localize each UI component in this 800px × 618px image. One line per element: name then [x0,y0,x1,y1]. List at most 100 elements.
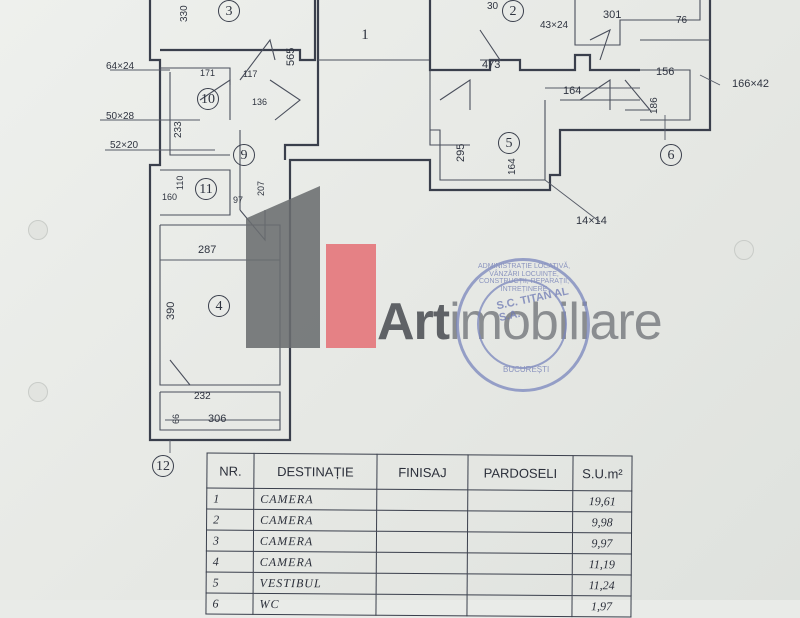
cell-finish [376,510,468,532]
cell-area: 1,97 [571,595,632,617]
stamp-inner-ring [477,279,567,369]
table-row: 6 WC 1,97 [205,593,632,617]
cell-nr: 5 [206,572,254,594]
cell-area: 9,98 [572,511,632,533]
door-swing [169,359,192,386]
punch-hole [734,240,754,260]
cell-nr: 2 [206,509,254,531]
room-number: 6 [660,144,682,166]
wall [160,0,317,62]
dimension-label: 66 [171,413,181,424]
cell-nr: 1 [206,488,254,510]
dimension-line [544,179,601,223]
dimension-label: 186 [649,97,660,114]
dimension-label: 110 [175,175,185,190]
door-swing [624,79,652,111]
wall [430,129,545,181]
dimension-label: 166×42 [732,78,770,90]
punch-hole [28,220,48,240]
column-header: NR. [206,453,255,489]
table-row: 4 CAMERA 11,19 [206,551,632,575]
room-number: 11 [195,178,217,200]
cell-flooring [467,510,573,533]
wall [159,391,281,431]
table-row: 1 CAMERA 19,61 [206,488,632,512]
column-header: S.U.m² [572,455,633,491]
cell-destination: CAMERA [253,551,377,574]
watermark-logo-shape [246,186,320,348]
dimension-label: 473 [482,59,501,71]
dimension-label: 301 [603,9,622,21]
wall [160,67,231,85]
column-header: PARDOSELI [467,454,574,491]
cell-flooring [467,489,573,512]
dimension-label: 50×28 [106,111,135,122]
cell-nr: 4 [206,551,254,573]
dimension-label: 164 [507,158,518,175]
dimension-line [699,74,721,86]
dimension-label: 295 [455,143,467,162]
door-swing [239,38,276,81]
dimension-label: 117 [243,69,258,79]
wall [169,72,230,156]
wall [283,0,320,160]
cell-area: 9,97 [572,532,632,554]
dimension-label: 232 [194,391,211,402]
door-swing [589,28,611,61]
dimension-label: 390 [165,301,177,320]
dimension-label: 30 [487,1,499,12]
door-swing [269,79,301,121]
table-row: 2 CAMERA 9,98 [206,509,632,533]
wall [574,0,701,46]
door-swing [579,78,611,110]
cell-flooring [466,594,573,617]
room-number: 3 [218,0,240,22]
wall [148,0,712,442]
cell-finish [375,594,468,616]
cell-finish [376,531,468,553]
cell-finish [376,489,468,511]
cell-finish [376,552,468,574]
column-header: FINISAJ [376,454,469,490]
cell-area: 19,61 [572,490,632,512]
dimension-label: 207 [256,180,266,196]
dimension-label: 52×20 [110,140,139,151]
room-number: 2 [502,0,524,22]
dimension-label: 43×24 [540,20,569,31]
cell-flooring [467,573,573,596]
dimension-label: 233 [173,121,184,138]
wall [429,60,470,146]
wall [159,224,281,386]
room-number: 12 [152,455,174,477]
wall [428,0,640,72]
cell-destination: VESTIBUL [253,572,377,595]
dimension-label: 171 [200,68,216,78]
dimension-label: 565 [285,47,297,66]
dimension-label: 76 [676,15,688,26]
dimension-label: 64×24 [106,61,135,72]
rooms-table: NR. DESTINAȚIE FINISAJ PARDOSELI S.U.m² … [205,453,633,618]
stamp-city: BUCUREȘTI [503,365,550,374]
cell-nr: 6 [205,593,254,615]
cell-flooring [467,552,573,575]
watermark-brand-bold: Art [377,293,450,351]
stamp-ring-text: ADMINISTRAȚIE LOCATIVĂ, VÂNZĂRI LOCUINȚE… [477,263,571,294]
cell-finish [376,573,468,595]
dimension-label: 14×14 [576,215,607,227]
cell-destination: CAMERA [253,509,377,532]
punch-hole [28,382,48,402]
room-number: 4 [208,295,230,317]
dimension-label: 136 [252,97,268,107]
column-header: DESTINAȚIE [253,453,378,490]
table-row: 3 CAMERA 9,97 [206,530,632,554]
dimension-label: 306 [208,413,227,425]
door-swing [439,78,471,110]
dimension-label: 287 [198,244,217,256]
room-number: 1 [361,27,369,43]
cell-destination: WC [252,593,377,616]
company-stamp: ADMINISTRAȚIE LOCATIVĂ, VÂNZĂRI LOCUINȚE… [456,258,590,392]
dimension-label: 156 [656,66,675,78]
watermark-logo-shape [326,244,376,348]
cell-flooring [467,531,573,554]
